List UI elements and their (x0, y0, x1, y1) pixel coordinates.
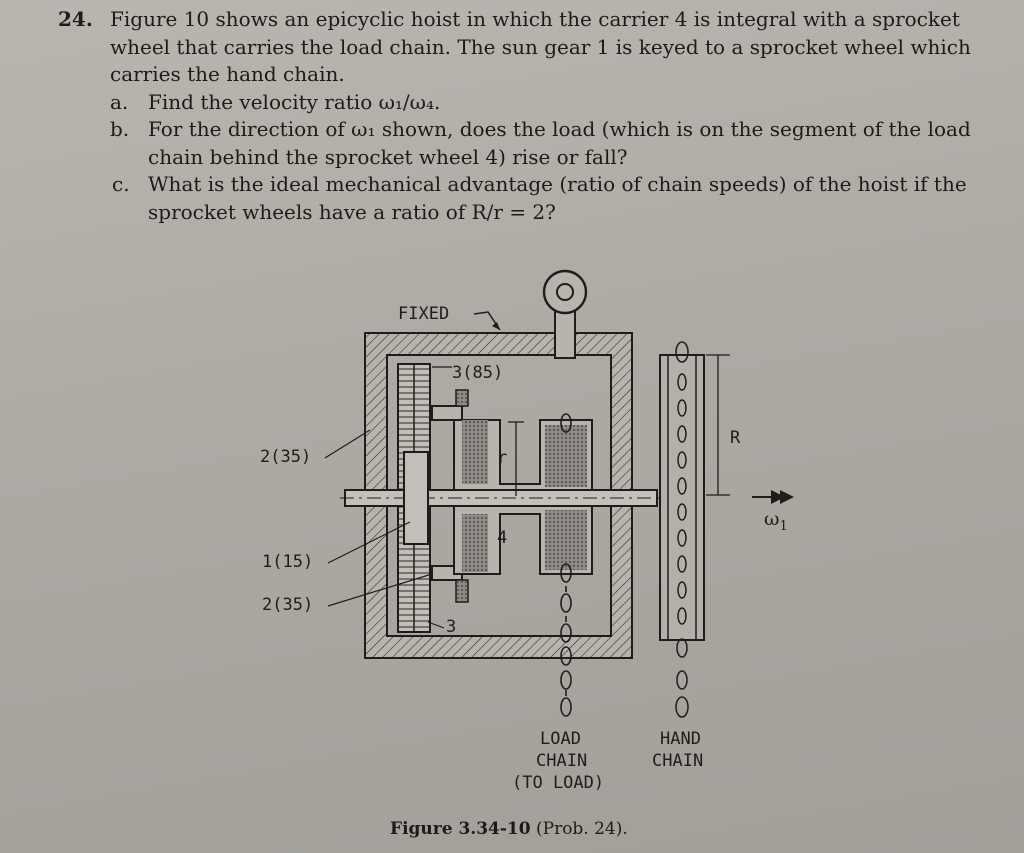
caption-number: Figure 3.34-10 (390, 819, 531, 839)
leader-planet-upper (324, 429, 371, 459)
label-sun-1-15: 1(15) (262, 552, 313, 572)
load-chain (560, 413, 572, 717)
item-label: b. (110, 117, 130, 141)
planet-gears (431, 389, 469, 603)
fixed-arrowhead (492, 322, 500, 330)
item-label: c. (112, 172, 130, 196)
item-label: a. (110, 89, 129, 114)
suspension-eye (542, 269, 588, 359)
housing (364, 332, 633, 659)
hand-chain (675, 341, 689, 718)
label-r: r (497, 448, 507, 468)
item-text: What is the ideal mechanical advantage (… (148, 172, 967, 224)
label-ring-3: 3 (446, 617, 456, 637)
label-R: R (730, 428, 741, 448)
item-text: Find the velocity ratio ω₁/ω₄. (148, 89, 441, 114)
leader-sun (327, 521, 411, 564)
label-fixed: FIXED (398, 304, 449, 324)
dimension-r (508, 421, 524, 496)
item-text: For the direction of ω₁ shown, does the … (148, 117, 971, 169)
main-shaft (340, 451, 662, 545)
problem-24: 24. Figure 10 shows an epicyclic hoist i… (58, 6, 988, 226)
problem-item-a: a. Find the velocity ratio ω₁/ω₄. (110, 89, 988, 117)
label-ring-3-85: 3(85) (452, 363, 503, 383)
label-carrier-4: 4 (497, 528, 507, 548)
omega-arrow (752, 490, 794, 504)
problem-item-b: b. For the direction of ω₁ shown, does t… (110, 116, 988, 171)
problem-item-c: c. What is the ideal mechanical advantag… (110, 171, 988, 226)
leader-ring-bottom (427, 621, 445, 629)
label-planet-2-35-lower: 2(35) (262, 595, 313, 615)
label-load-chain: CHAIN (536, 751, 587, 771)
problem-stem: Figure 10 shows an epicyclic hoist in wh… (110, 7, 971, 86)
label-load: LOAD (540, 729, 581, 749)
hand-sprocket (659, 354, 705, 641)
label-planet-2-35-upper: 2(35) (260, 447, 311, 467)
leader-planet-lower (327, 573, 433, 607)
figure-caption: Figure 3.34-10 (Prob. 24). (390, 819, 628, 839)
problem-number: 24. (58, 7, 93, 31)
caption-text: (Prob. 24). (530, 819, 628, 839)
carrier-4 (453, 419, 593, 575)
dimension-R (706, 354, 730, 496)
label-hand: HAND (660, 729, 701, 749)
label-hand-chain: CHAIN (652, 751, 703, 771)
label-to-load: (TO LOAD) (512, 773, 604, 793)
label-omega: ω1 (764, 508, 788, 534)
